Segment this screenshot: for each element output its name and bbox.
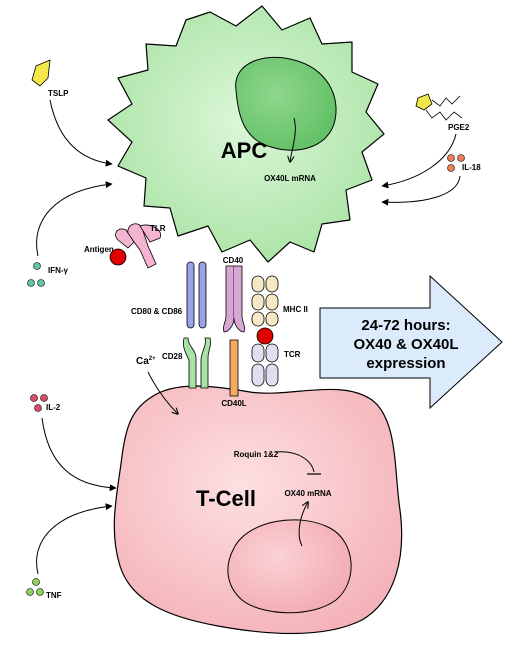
apc-cell: APC OX40L mRNA	[107, 5, 385, 263]
tnf-icon	[26, 578, 44, 596]
roquin-inhibition	[275, 451, 315, 473]
antigen-icon	[109, 248, 127, 266]
ifng-icon	[27, 262, 45, 287]
cd40-label: CD40	[223, 256, 244, 265]
apc-title: APC	[221, 138, 268, 163]
tslp-arrow	[49, 99, 113, 167]
cd28-receptor	[182, 337, 211, 389]
apc-mrna-arrow	[290, 117, 296, 162]
cd28-label: CD28	[162, 352, 183, 361]
tnf-arrow	[36, 503, 113, 575]
tcell-nucleus	[227, 519, 352, 614]
il2-label: IL-2	[46, 403, 61, 412]
il18-icon	[447, 154, 465, 172]
il2-icon	[30, 394, 48, 412]
cd80-cd86-receptor	[186, 261, 207, 329]
tcr-receptor	[251, 343, 279, 387]
tcell-mrna-arrow	[298, 502, 308, 547]
calcium-arrow	[147, 371, 178, 414]
cd40l-receptor	[229, 339, 239, 397]
ifng-label: IFN-γ	[48, 266, 69, 275]
t-cell: Roquin 1&2 OX40 mRNA T-Cell	[113, 385, 403, 635]
cd80-cd86-label: CD80 & CD86	[131, 307, 183, 316]
tslp-icon	[31, 59, 51, 87]
il18-label: IL-18	[462, 163, 481, 172]
mhc2-label: MHC II	[283, 305, 308, 314]
cd40-receptor	[223, 265, 245, 333]
il18-arrow	[381, 175, 461, 206]
tlr-label: TLR	[150, 224, 166, 233]
callout-line-2: OX40 & OX40L	[353, 336, 458, 353]
antigen-label: Antigen	[84, 245, 114, 254]
pge2-icon	[415, 93, 463, 121]
callout-line-3: expression	[366, 355, 445, 372]
ox40-mrna-label: OX40 mRNA	[284, 489, 331, 498]
expression-callout-arrow: 24-72 hours: OX40 & OX40L expression	[319, 274, 503, 410]
pge2-label: PGE2	[448, 123, 470, 132]
tnf-label: TNF	[46, 591, 62, 600]
mhc2-receptor	[251, 275, 279, 327]
presented-antigen-icon	[256, 327, 274, 345]
callout-line-1: 24-72 hours:	[361, 317, 450, 334]
tlr-receptor: TLR	[115, 223, 166, 269]
cd40l-label: CD40L	[221, 399, 246, 408]
tcr-label: TCR	[284, 350, 301, 359]
tslp-label: TSLP	[48, 89, 69, 98]
ox40l-mrna-label: OX40L mRNA	[264, 174, 316, 183]
calcium-label: Ca2+	[136, 356, 156, 367]
pge2-arrow	[381, 133, 457, 189]
il2-arrow	[41, 417, 117, 492]
tcell-title: T-Cell	[196, 486, 256, 511]
roquin-label: Roquin 1&2	[234, 450, 279, 459]
ifng-arrow	[36, 181, 113, 257]
apc-nucleus	[235, 56, 337, 151]
